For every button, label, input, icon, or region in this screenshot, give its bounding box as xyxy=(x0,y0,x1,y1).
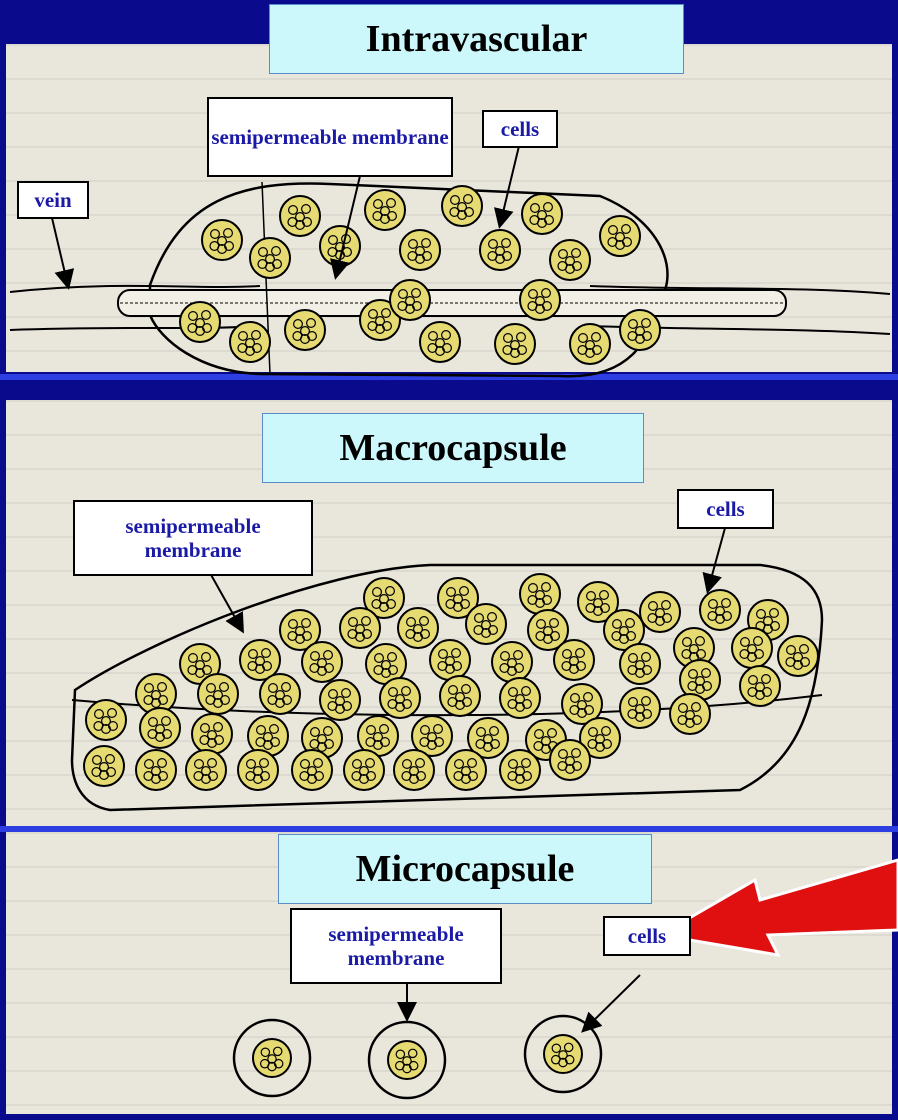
cell-icon xyxy=(388,1041,426,1079)
cell-icon xyxy=(442,186,482,226)
cell-icon xyxy=(390,280,430,320)
cells-label-text: cells xyxy=(706,497,744,521)
cell-icon xyxy=(302,642,342,682)
cell-icon xyxy=(740,666,780,706)
vein-label-text: vein xyxy=(34,188,71,212)
membrane-label-text: semipermeable membrane xyxy=(292,922,500,970)
microcapsule-title: Microcapsule xyxy=(278,834,652,904)
cell-icon xyxy=(522,194,562,234)
cell-icon xyxy=(500,678,540,718)
cell-icon xyxy=(446,750,486,790)
cells-label-text: cells xyxy=(628,924,666,948)
cell-icon xyxy=(520,280,560,320)
cell-icon xyxy=(394,750,434,790)
membrane-label-text: semipermeable membrane xyxy=(211,125,448,149)
cell-icon xyxy=(398,608,438,648)
cell-icon xyxy=(640,592,680,632)
macrocapsule-title: Macrocapsule xyxy=(262,413,644,483)
cell-icon xyxy=(620,310,660,350)
cell-icon xyxy=(186,750,226,790)
cell-icon xyxy=(466,604,506,644)
microcapsule-membrane-label: semipermeable membrane xyxy=(290,908,502,984)
intravascular-cells-label: cells xyxy=(482,110,558,148)
cell-icon xyxy=(140,708,180,748)
cell-icon xyxy=(620,688,660,728)
cell-icon xyxy=(260,674,300,714)
intravascular-cells xyxy=(180,186,660,364)
cell-icon xyxy=(480,230,520,270)
cell-icon xyxy=(400,230,440,270)
cell-icon xyxy=(320,680,360,720)
cell-icon xyxy=(365,190,405,230)
cell-icon xyxy=(84,746,124,786)
macrocapsule-cells xyxy=(84,574,818,790)
cells-label-text: cells xyxy=(501,117,539,141)
cell-icon xyxy=(492,642,532,682)
membrane-label-text: semipermeable membrane xyxy=(75,514,311,562)
cell-icon xyxy=(86,700,126,740)
cell-icon xyxy=(420,322,460,362)
cell-icon xyxy=(670,694,710,734)
cell-icon xyxy=(440,676,480,716)
cell-icon xyxy=(202,220,242,260)
cell-icon xyxy=(500,750,540,790)
cell-icon xyxy=(198,674,238,714)
vein-label: vein xyxy=(17,181,89,219)
cell-icon xyxy=(192,714,232,754)
cell-icon xyxy=(550,740,590,780)
cell-icon xyxy=(253,1039,291,1077)
intravascular-membrane-label: semipermeable membrane xyxy=(207,97,453,177)
cell-icon xyxy=(230,322,270,362)
cell-icon xyxy=(620,644,660,684)
cell-icon xyxy=(430,640,470,680)
microcapsule-cells xyxy=(253,1035,582,1079)
cell-icon xyxy=(550,240,590,280)
cell-icon xyxy=(344,750,384,790)
cell-icon xyxy=(180,302,220,342)
cell-icon xyxy=(732,628,772,668)
cell-icon xyxy=(700,590,740,630)
red-block-arrow-icon xyxy=(660,860,898,955)
microcapsule-cells-label: cells xyxy=(603,916,691,956)
cell-icon xyxy=(292,750,332,790)
cell-icon xyxy=(554,640,594,680)
cell-icon xyxy=(778,636,818,676)
intravascular-title: Intravascular xyxy=(269,4,684,74)
cell-icon xyxy=(380,678,420,718)
macrocapsule-membrane-label: semipermeable membrane xyxy=(73,500,313,576)
cell-icon xyxy=(520,574,560,614)
cell-icon xyxy=(250,238,290,278)
cell-icon xyxy=(238,750,278,790)
cell-icon xyxy=(495,324,535,364)
cell-icon xyxy=(340,608,380,648)
macrocapsule-cells-label: cells xyxy=(677,489,774,529)
cell-icon xyxy=(570,324,610,364)
cell-icon xyxy=(544,1035,582,1073)
cell-icon xyxy=(600,216,640,256)
cell-icon xyxy=(285,310,325,350)
cell-icon xyxy=(280,196,320,236)
cell-icon xyxy=(136,750,176,790)
